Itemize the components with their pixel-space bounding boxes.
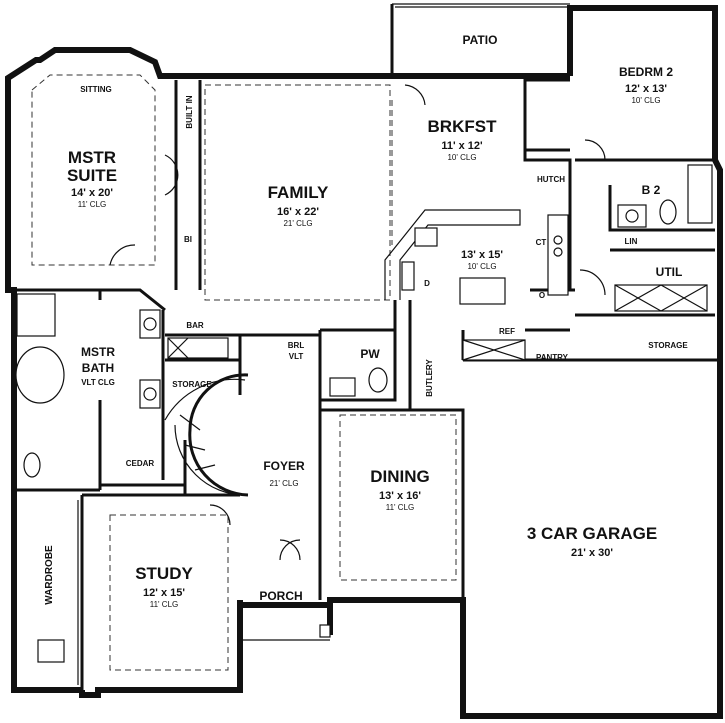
garage-size: 21' x 30' (571, 547, 613, 559)
hutch-label: HUTCH (537, 175, 565, 184)
pantry-label: PANTRY (536, 353, 569, 362)
porch-label: PORCH (259, 589, 302, 603)
butlery-label: BUTLERY (425, 359, 434, 397)
ct-label: CT (536, 238, 547, 247)
study-ceiling: 11' CLG (150, 600, 179, 609)
lin-label: LIN (625, 237, 638, 246)
master-suite-size: 14' x 20' (71, 187, 113, 199)
bi-label: BI (184, 235, 192, 244)
dining-name: DINING (370, 467, 430, 486)
bath-fixtures (15, 164, 713, 685)
family-ceiling: 21' CLG (283, 219, 312, 228)
garage-name: 3 CAR GARAGE (527, 524, 657, 543)
bedroom2-ceiling: 10' CLG (631, 96, 660, 105)
dining-size: 13' x 16' (379, 490, 421, 502)
cedar-label: CEDAR (126, 459, 155, 468)
doors (109, 84, 606, 561)
wardrobe-label: WARDROBE (44, 545, 55, 605)
breakfast-ceiling: 10' CLG (447, 153, 476, 162)
bar-label: BAR (186, 321, 204, 330)
storage-left-label: STORAGE (172, 380, 212, 389)
study-name: STUDY (135, 564, 193, 583)
breakfast-size: 11' x 12' (441, 140, 483, 152)
foyer-ceiling: 21' CLG (269, 479, 298, 488)
brl-label: BRL (288, 341, 305, 350)
master-suite-ceiling: 11' CLG (78, 200, 107, 209)
kitchen-size: 13' x 15' (461, 249, 503, 261)
master-bath-note: VLT CLG (81, 378, 115, 387)
study-size: 12' x 15' (143, 587, 185, 599)
master-suite-name-2: SUITE (67, 166, 117, 185)
family-name: FAMILY (268, 183, 329, 202)
bedroom2-size: 12' x 13' (625, 83, 667, 95)
patio-label: PATIO (463, 33, 498, 47)
storage-right-label: STORAGE (648, 341, 688, 350)
kitchen-fixtures (384, 209, 569, 361)
foyer-name: FOYER (263, 459, 305, 473)
breakfast-name: BRKFST (428, 117, 498, 136)
staircase (164, 373, 249, 497)
ref-label: REF (499, 327, 515, 336)
built-in-label: BUILT IN (185, 95, 194, 128)
bath2-label: B 2 (642, 183, 661, 197)
kitchen-ceiling: 10' CLG (467, 262, 496, 271)
powder-label: PW (360, 347, 380, 361)
interior-walls (14, 76, 715, 690)
master-bath-name-1: MSTR (81, 345, 115, 359)
ceiling-lines (31, 74, 457, 671)
family-size: 16' x 22' (277, 206, 319, 218)
dining-ceiling: 11' CLG (386, 503, 415, 512)
master-suite-name-1: MSTR (68, 148, 116, 167)
dishwasher-label: D (424, 279, 430, 288)
bedroom2-name: BEDRM 2 (619, 65, 673, 79)
master-bath-name-2: BATH (82, 361, 114, 375)
vlt-label: VLT (289, 352, 304, 361)
oven-label: O (539, 291, 545, 300)
utility-label: UTIL (656, 265, 683, 279)
room-labels: PATIO BEDRM 2 12' x 13' 10' CLG SITTING … (44, 33, 688, 609)
annotations: BUILT IN BI BAR BRL VLT HUTCH LIN CT O D… (184, 95, 638, 397)
sitting-label: SITTING (80, 85, 112, 94)
